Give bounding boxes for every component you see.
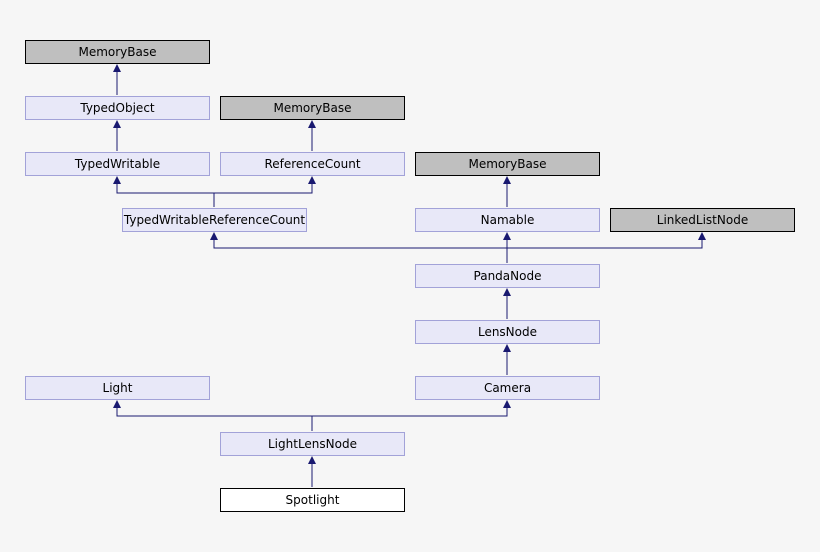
edge-lightlensnode-camera bbox=[312, 400, 511, 417]
node-lightlensnode[interactable]: LightLensNode bbox=[220, 432, 405, 456]
edge-twrc-referencecount bbox=[214, 176, 316, 194]
node-typedwritablereferencecount[interactable]: TypedWritableReferenceCount bbox=[122, 208, 307, 232]
node-typedwritable[interactable]: TypedWritable bbox=[25, 152, 210, 176]
node-namable[interactable]: Namable bbox=[415, 208, 600, 232]
edge-lightlensnode-light bbox=[113, 400, 313, 431]
node-camera[interactable]: Camera bbox=[415, 376, 600, 400]
node-light[interactable]: Light bbox=[25, 376, 210, 400]
node-referencecount[interactable]: ReferenceCount bbox=[220, 152, 405, 176]
node-memorybase: MemoryBase bbox=[220, 96, 405, 120]
node-pandanode[interactable]: PandaNode bbox=[415, 264, 600, 288]
node-lensnode[interactable]: LensNode bbox=[415, 320, 600, 344]
edge-pandanode-twrc bbox=[210, 232, 508, 263]
edge-twrc-typedwritable bbox=[113, 176, 215, 207]
node-linkedlistnode: LinkedListNode bbox=[610, 208, 795, 232]
node-typedobject[interactable]: TypedObject bbox=[25, 96, 210, 120]
node-memorybase: MemoryBase bbox=[415, 152, 600, 176]
node-memorybase: MemoryBase bbox=[25, 40, 210, 64]
edge-pandanode-linkedlistnode bbox=[507, 232, 706, 249]
node-spotlight: Spotlight bbox=[220, 488, 405, 512]
